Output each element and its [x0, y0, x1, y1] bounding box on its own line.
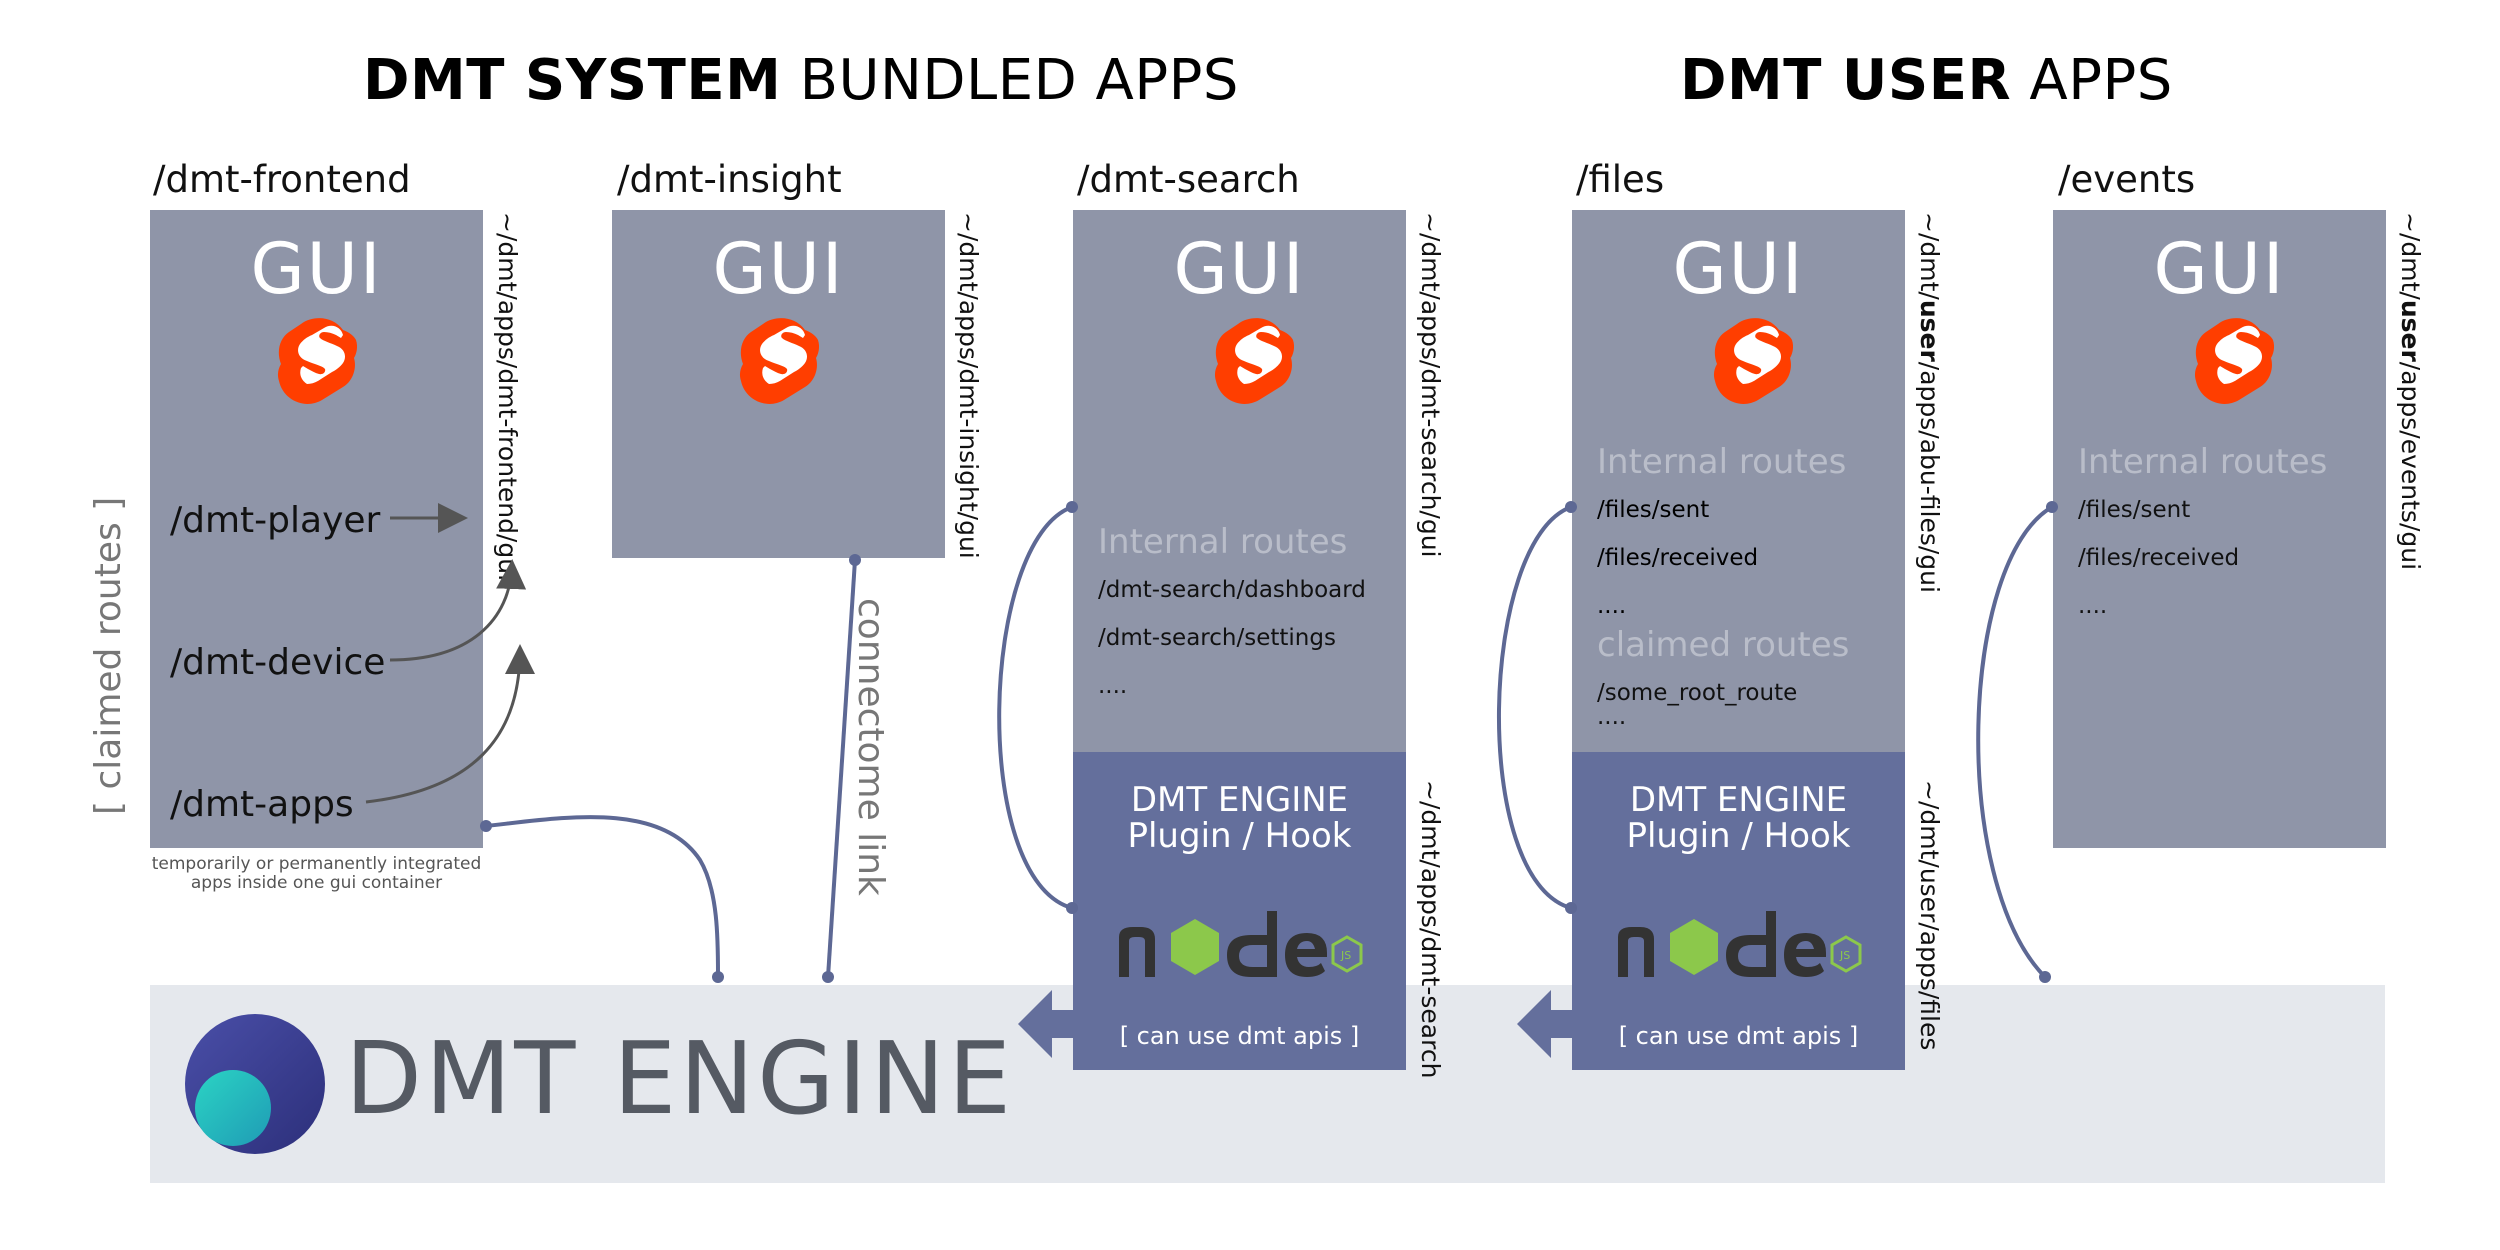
search-dir-path: ~/dmt/apps/dmt-search/gui — [1416, 212, 1445, 558]
search-route-settings: /dmt-search/settings — [1098, 625, 1336, 651]
insight-gui-title: GUI — [712, 228, 845, 310]
files-internal-routes-label: Internal routes — [1597, 442, 1847, 482]
frontend-gui-title: GUI — [250, 228, 383, 310]
search-internal-routes-label: Internal routes — [1098, 522, 1348, 562]
search-engine-title: DMT ENGINE Plugin / Hook — [1073, 782, 1406, 854]
frontend-dir-path: ~/dmt/apps/dmt-frontend/gui — [493, 212, 522, 582]
frontend-engine-link — [485, 815, 720, 976]
events-route-sent: /files/sent — [2078, 497, 2191, 523]
user-heading-bold: DMT USER — [1680, 48, 2012, 113]
files-route-received: /files/received — [1597, 545, 1759, 571]
search-route-dashboard: /dmt-search/dashboard — [1098, 577, 1366, 603]
arrow-left-icon — [1517, 990, 1575, 1058]
svelte-icon — [739, 318, 820, 408]
dmt-engine-logo-icon — [183, 1012, 328, 1157]
nodejs-icon: JS — [1115, 907, 1365, 987]
system-apps-heading: DMT SYSTEM BUNDLED APPS — [363, 48, 1239, 113]
insight-dir-path: ~/dmt/apps/dmt-insight/gui — [954, 212, 983, 559]
app-path-files: /files — [1576, 158, 1665, 201]
files-claimed-route-root: /some_root_route — [1597, 680, 1798, 706]
search-engine-api-label: [ can use dmt apis ] — [1119, 1022, 1360, 1050]
events-internal-routes-label: Internal routes — [2078, 442, 2328, 482]
arrow-apps — [365, 644, 535, 804]
files-dir-path: ~/dmt/user/apps/abu-files/gui — [1915, 212, 1944, 593]
files-engine-title-line1: DMT ENGINE — [1629, 780, 1848, 820]
frontend-caption-line2: apps inside one gui container — [190, 873, 443, 893]
events-engine-link — [1976, 505, 2054, 979]
arrow-left-icon — [1018, 990, 1076, 1058]
files-claimed-route-more: .... — [1597, 704, 1627, 730]
events-route-received: /files/received — [2078, 545, 2240, 571]
app-path-frontend: /dmt-frontend — [153, 158, 411, 201]
files-gui-box: GUI Internal routes /files/sent /files/r… — [1572, 210, 1905, 752]
svg-text:JS: JS — [1340, 949, 1351, 962]
frontend-caption: temporarily or permanently integrated ap… — [130, 855, 503, 893]
search-gui-box: GUI Internal routes /dmt-search/dashboar… — [1073, 210, 1406, 752]
route-dmt-player: /dmt-player — [170, 500, 381, 541]
svelte-icon — [277, 318, 358, 408]
svelte-icon — [1214, 318, 1295, 408]
files-engine-title: DMT ENGINE Plugin / Hook — [1572, 782, 1905, 854]
user-heading-rest: APPS — [2011, 48, 2173, 113]
route-dmt-device: /dmt-device — [170, 642, 386, 683]
events-dir-suffix: /apps/events/gui — [2396, 361, 2425, 571]
svelte-icon — [1713, 318, 1794, 408]
search-gui-title: GUI — [1173, 228, 1306, 310]
events-gui-box: GUI Internal routes /files/sent /files/r… — [2053, 210, 2386, 848]
frontend-caption-line1: temporarily or permanently integrated — [151, 854, 482, 874]
arrow-device — [389, 559, 527, 662]
svelte-icon — [2194, 318, 2275, 408]
files-claimed-routes-label: claimed routes — [1597, 625, 1850, 665]
files-engine-dir-path: ~/dmt/user/apps/files — [1915, 780, 1944, 1051]
events-route-more: .... — [2078, 593, 2108, 619]
files-route-sent: /files/sent — [1597, 497, 1710, 523]
insight-connectome-link — [826, 559, 857, 978]
connectome-link-label: connectome link — [850, 598, 891, 896]
insight-gui-box: GUI — [612, 210, 945, 558]
app-path-insight: /dmt-insight — [617, 158, 842, 201]
files-dir-bold: user — [1915, 299, 1944, 362]
route-dmt-apps: /dmt-apps — [170, 784, 354, 825]
frontend-gui-box: GUI /dmt-player /dmt-device /dmt-apps — [150, 210, 483, 848]
events-dir-path: ~/dmt/user/apps/events/gui — [2396, 212, 2425, 570]
user-apps-heading: DMT USER APPS — [1680, 48, 2173, 113]
files-gui-title: GUI — [1672, 228, 1805, 310]
app-path-events: /events — [2058, 158, 2196, 201]
events-dir-bold: user — [2396, 299, 2425, 362]
dmt-engine-name: DMT ENGINE — [345, 1020, 1015, 1137]
search-engine-title-line2: Plugin / Hook — [1127, 816, 1352, 856]
files-engine-api-label: [ can use dmt apis ] — [1618, 1022, 1859, 1050]
files-dir-prefix: ~/dmt/ — [1915, 212, 1944, 300]
search-loop-link — [997, 505, 1073, 910]
files-engine-title-line2: Plugin / Hook — [1626, 816, 1851, 856]
system-heading-bold: DMT SYSTEM — [363, 48, 782, 113]
search-engine-title-line1: DMT ENGINE — [1130, 780, 1349, 820]
events-dir-prefix: ~/dmt/ — [2396, 212, 2425, 300]
app-path-search: /dmt-search — [1077, 158, 1300, 201]
svg-text:JS: JS — [1839, 949, 1850, 962]
search-engine-plugin-box: DMT ENGINE Plugin / Hook JS [ can use dm… — [1073, 752, 1406, 1070]
files-dir-suffix: /apps/abu-files/gui — [1915, 361, 1944, 593]
files-engine-plugin-box: DMT ENGINE Plugin / Hook JS [ can use dm… — [1572, 752, 1905, 1070]
search-route-more: .... — [1098, 673, 1128, 699]
files-loop-link — [1497, 505, 1572, 910]
search-engine-dir-path: ~/dmt/apps/dmt-search — [1416, 780, 1445, 1079]
events-gui-title: GUI — [2153, 228, 2286, 310]
files-route-more: .... — [1597, 593, 1627, 619]
system-heading-rest: BUNDLED APPS — [781, 48, 1239, 113]
nodejs-icon: JS — [1614, 907, 1864, 987]
